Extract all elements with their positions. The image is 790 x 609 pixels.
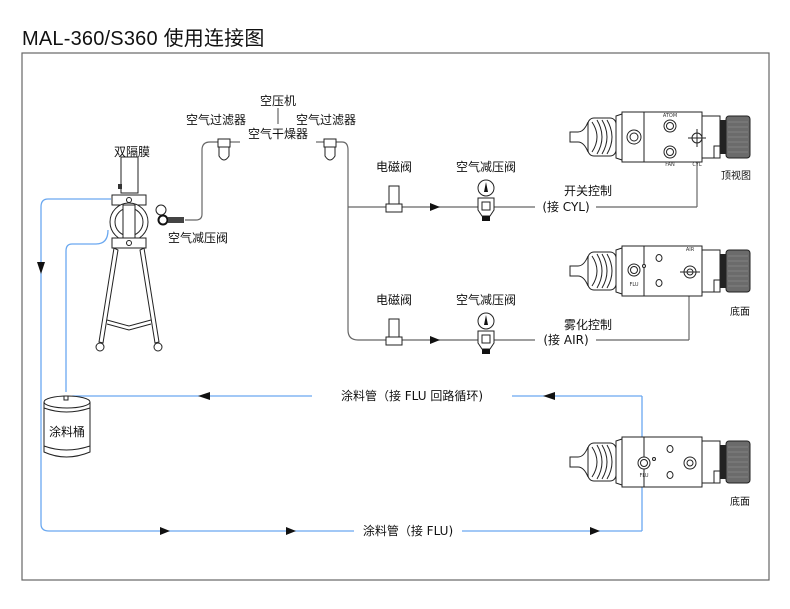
spray-gun-bottom-view-flu: FLU	[569, 436, 751, 488]
port-label-atom: ATOM	[663, 113, 677, 119]
flow-arrow	[198, 392, 210, 400]
air-filter-left-label: 空气过滤器	[186, 112, 246, 127]
flow-arrow	[286, 527, 296, 535]
fluid-lines	[40, 198, 643, 532]
connection-label-air: (接 AIR)	[543, 332, 588, 347]
flow-arrow	[160, 527, 170, 535]
gun-view-label-bottom-2: 底面	[730, 495, 750, 508]
diagram-frame	[21, 52, 770, 581]
spray-gun-bottom-view-air: AIR FLU	[569, 245, 751, 297]
air-filter-right-label: 空气过滤器	[296, 112, 356, 127]
air-filter-left	[217, 138, 231, 161]
regulator-label-1: 空气减压阀	[456, 159, 516, 174]
port-label-cyl: CYL	[692, 162, 701, 168]
port-label-air: AIR	[686, 247, 695, 253]
air-regulator-2	[477, 312, 495, 355]
pump-regulator-label: 空气减压阀	[168, 230, 228, 245]
regulator-label-2: 空气减压阀	[456, 292, 516, 307]
flow-arrow	[430, 336, 440, 344]
paint-bucket-label: 涂料桶	[49, 424, 85, 439]
diaphragm-pump	[95, 156, 184, 352]
gun-view-label-top: 顶视图	[721, 169, 751, 182]
solenoid-valve-1	[385, 185, 403, 213]
compressor-label: 空压机	[260, 94, 296, 108]
function-label-switch: 开关控制	[564, 184, 612, 198]
port-label-flu-3: FLU	[639, 473, 648, 479]
port-label-flu: FLU	[629, 282, 638, 288]
flow-arrow	[543, 392, 555, 400]
flow-arrow	[430, 203, 440, 211]
air-filter-right	[323, 138, 337, 161]
solenoid-valve-2	[385, 318, 403, 346]
port-label-fan: FAN	[665, 162, 675, 168]
flow-arrow	[37, 262, 45, 274]
function-label-atomize: 雾化控制	[564, 318, 612, 332]
page-title: MAL-360/S360 使用连接图	[22, 28, 265, 50]
solenoid-label-1: 电磁阀	[376, 159, 412, 174]
spray-gun-top-view: ATOM FAN CYL	[569, 111, 751, 168]
return-line-label: 涂料管（接 FLU 回路循环)	[341, 388, 483, 403]
flow-arrow	[590, 527, 600, 535]
gun-view-label-bottom-1: 底面	[730, 305, 750, 318]
paint-bucket	[43, 395, 91, 458]
pump-label: 双隔膜	[114, 145, 150, 159]
air-regulator-1	[477, 179, 495, 222]
air-dryer-label: 空气干燥器	[248, 126, 308, 141]
solenoid-label-2: 电磁阀	[376, 292, 412, 307]
connection-label-cyl: (接 CYL)	[542, 199, 589, 214]
supply-line-label: 涂料管（接 FLU)	[363, 523, 453, 538]
